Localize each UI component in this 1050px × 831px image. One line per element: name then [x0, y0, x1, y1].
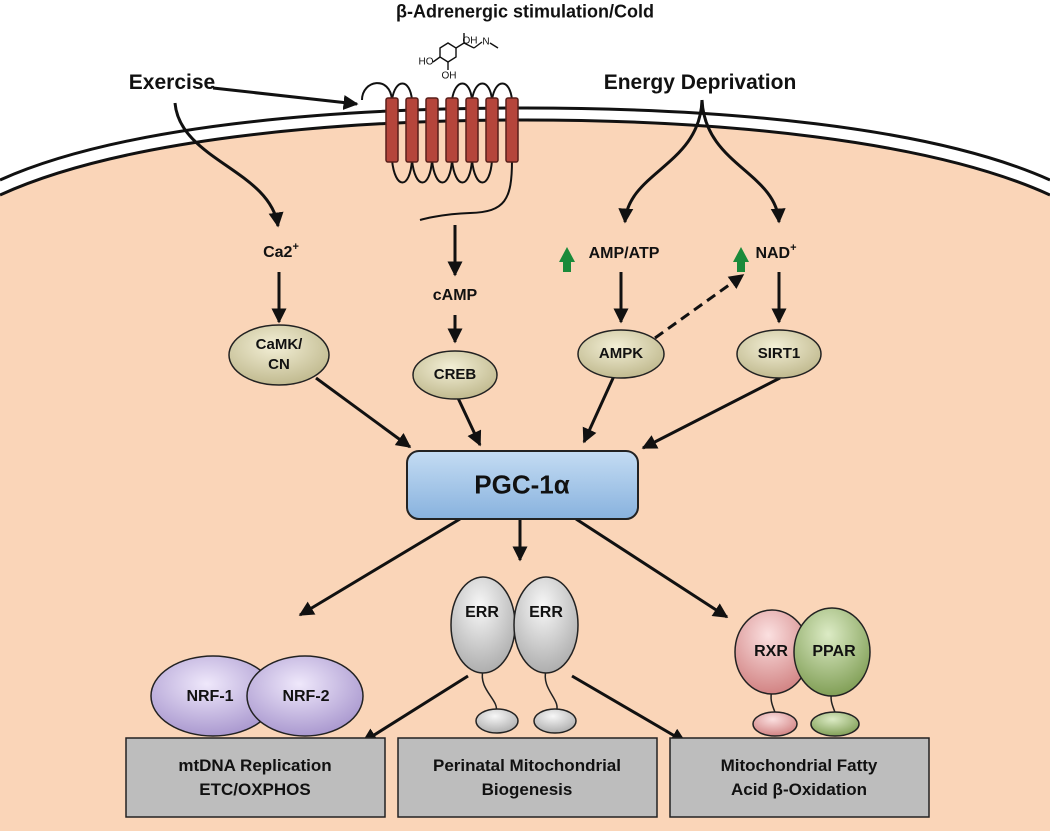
err-label-2: ERR: [529, 604, 563, 621]
exercise-label: Exercise: [128, 71, 216, 94]
arrow-pgc-nrf: [298, 517, 461, 617]
receptor-helices: [385, 97, 519, 163]
arrow-ampk-nad: [654, 273, 745, 340]
arrow-err-box3: [571, 674, 687, 744]
arrow-energy-amp: [618, 99, 704, 224]
nrf-2-factor: [246, 655, 364, 737]
err-dbd-2: [533, 708, 577, 734]
rxr-label: RXR: [754, 643, 788, 660]
arrow-sirt1-pgc: [641, 376, 781, 450]
arrow-exercise-ca: [173, 102, 284, 228]
ppar-dbd: [810, 711, 860, 737]
err-factor-2: [513, 576, 579, 674]
err-label-1: ERR: [465, 604, 499, 621]
up-arrow-icon: [559, 247, 575, 272]
arrow-ampk-pgc: [582, 375, 616, 444]
ca2-label: Ca2+: [263, 241, 299, 261]
arrow-energy-nad: [700, 99, 786, 224]
ppar-label: PPAR: [812, 643, 856, 660]
sirt1-node: [736, 329, 822, 379]
up-arrow-icon: [733, 247, 749, 272]
nrf-2-label: NRF-2: [282, 688, 330, 705]
arrows: [173, 86, 787, 744]
membrane-outer: [0, 106, 1050, 182]
ppar-factor: [793, 607, 871, 697]
nad-label: NAD+: [755, 242, 797, 262]
outcome-box-2: [397, 737, 658, 818]
creb-label: CREB: [433, 366, 477, 383]
receptor: [361, 82, 513, 221]
camk-cn-label: CaMK/CN: [255, 336, 303, 373]
arrow-err-box1: [361, 674, 469, 744]
pgc-1a-hub: [406, 450, 639, 520]
membrane-inner: [0, 118, 1050, 197]
amp-atp-label: AMP/ATP: [588, 245, 660, 262]
catecholamine-molecule: [432, 33, 499, 70]
creb-node: [412, 350, 498, 400]
arrow-creb-pgc: [456, 397, 482, 447]
arrow-pgc-rxr: [575, 517, 729, 619]
nrf-1-label: NRF-1: [186, 688, 234, 705]
molecule-n: N: [482, 36, 490, 48]
arrow-camk-pgc: [315, 376, 412, 449]
molecule-oh-top: OH: [462, 35, 478, 47]
pgc-1a-label: PGC-1α: [474, 469, 570, 500]
sirt1-label: SIRT1: [757, 345, 801, 362]
outcome-box-3: [669, 737, 930, 818]
camk-cn-node: [228, 324, 330, 386]
err-factor-1: [450, 576, 516, 674]
up-arrow-icons: [559, 247, 749, 272]
ampk-node: [577, 329, 665, 379]
ampk-label: AMPK: [598, 345, 644, 362]
camp-label: cAMP: [432, 287, 478, 304]
energy-deprivation-label: Energy Deprivation: [603, 71, 797, 94]
arrow-exercise-receptor: [212, 86, 359, 110]
molecule-ho-left: HO: [418, 56, 434, 68]
outcome-box-1: [125, 737, 386, 818]
molecule-oh-bottom: OH: [441, 70, 457, 82]
rxr-dbd: [752, 711, 798, 737]
stimulus-title: β-Adrenergic stimulation/Cold: [395, 1, 655, 22]
err-dbd-1: [475, 708, 519, 734]
